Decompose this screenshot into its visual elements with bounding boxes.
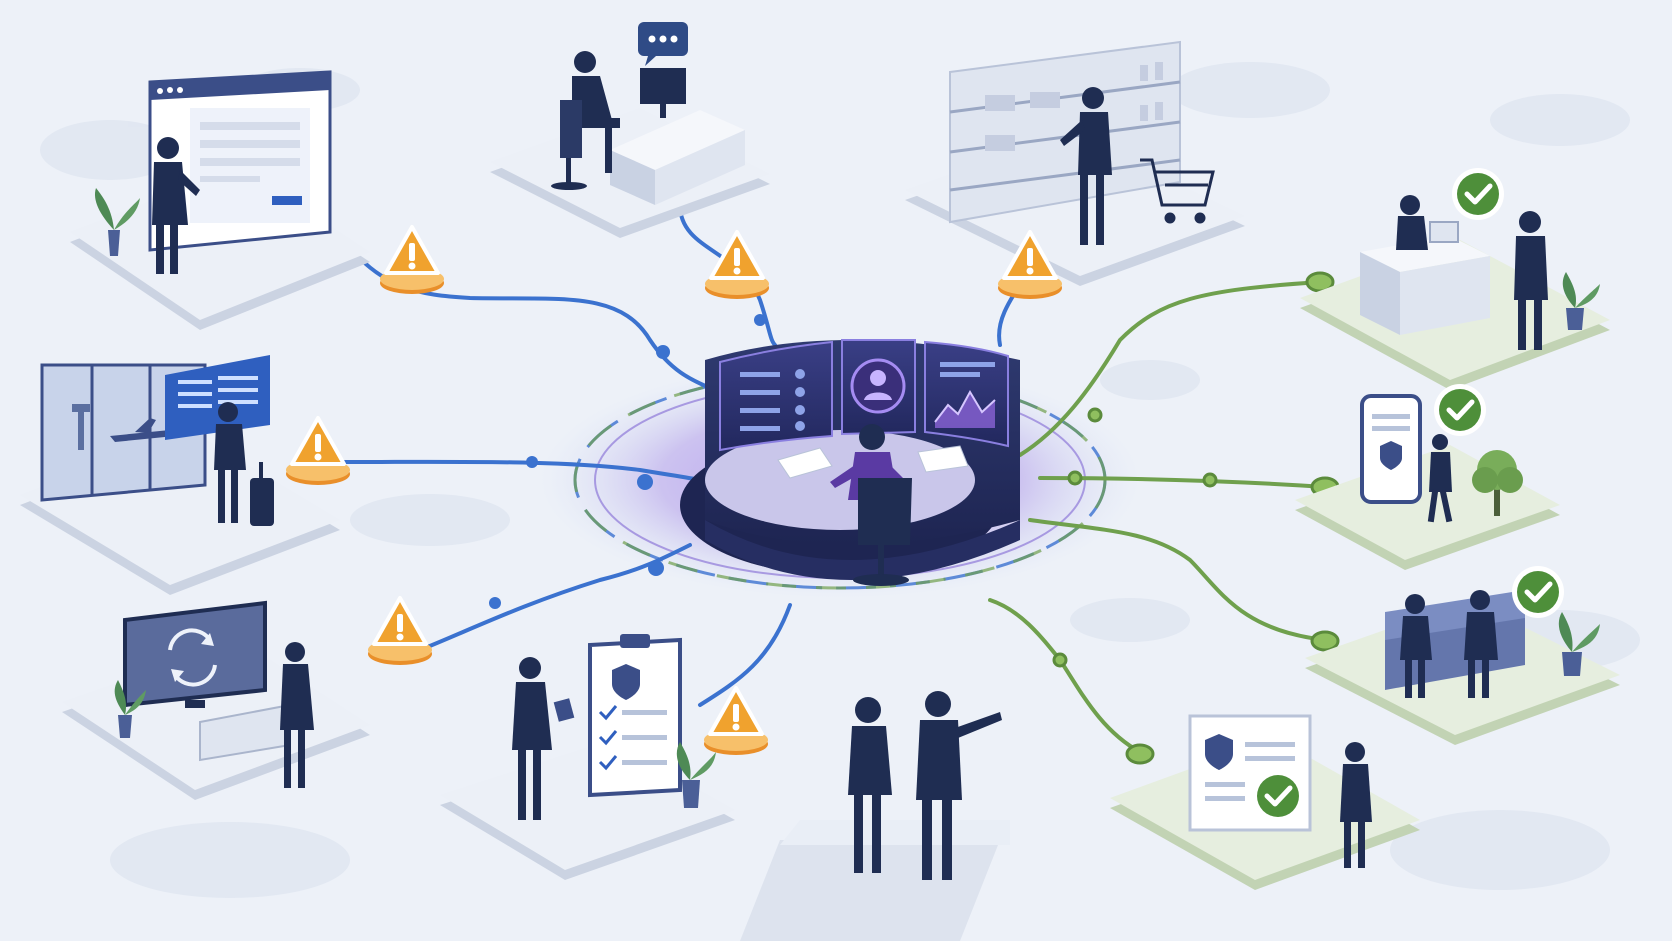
reviewer-icon: [1340, 742, 1372, 868]
check-badge-icon: [1452, 168, 1504, 220]
person-presenting-icon: [152, 137, 200, 274]
observer-woman-icon: [848, 697, 892, 873]
user-profile-icon: [850, 358, 906, 414]
monitor-icon: [640, 68, 686, 118]
warning-badges: [286, 225, 1062, 755]
warning-icon: [705, 230, 769, 299]
traveler-icon: [214, 402, 274, 526]
check-badge-icon: [1252, 770, 1304, 822]
tv-update-station: [62, 600, 370, 800]
shelf-icon: [949, 40, 1181, 224]
browser-window-icon: [148, 70, 332, 252]
background-map: [40, 62, 1640, 898]
tv-screen-icon: [123, 600, 267, 708]
desk-icon: [610, 110, 745, 205]
headset-agent-icon: [551, 51, 620, 190]
plant-icon: [114, 680, 146, 738]
blue-connections: [338, 203, 1032, 707]
warning-icon: [380, 225, 444, 294]
shopper-icon: [1060, 87, 1112, 245]
warning-icon: [998, 230, 1062, 299]
airport-window-icon: [40, 363, 207, 502]
hub-operator-icon: [830, 424, 912, 586]
departure-board-icon: [165, 355, 270, 440]
warning-icon: [286, 416, 350, 485]
customer-icon: [1514, 211, 1548, 350]
viewer-icon: [280, 642, 314, 788]
check-badge-icon: [1434, 384, 1486, 436]
airport-travel-station: [20, 355, 340, 595]
advisor-icon: [1464, 590, 1498, 698]
clipboard-icon: [588, 634, 682, 798]
client-icon: [1400, 594, 1432, 698]
chat-bubble-icon: [638, 22, 688, 66]
mobile-app-station: [1295, 384, 1560, 570]
warning-icon: [368, 596, 432, 665]
plant-icon: [1562, 272, 1600, 330]
consultation-station: [1305, 566, 1620, 745]
retail-store-station: [905, 40, 1245, 286]
walker-icon: [1427, 434, 1453, 523]
smartphone-icon: [1360, 394, 1422, 504]
service-counter-station: [1300, 168, 1610, 390]
counter-icon: [1360, 221, 1490, 335]
monitoring-hub: [680, 339, 1020, 586]
compliance-checklist-station: [440, 634, 735, 880]
support-desk-station: [490, 22, 770, 238]
shopping-cart-icon: [1140, 158, 1215, 224]
plant-icon: [676, 742, 716, 808]
plant-icon: [1558, 612, 1600, 676]
warning-icon: [704, 686, 768, 755]
blue-connection-nodes: [489, 314, 766, 609]
inspector-icon: [512, 657, 575, 820]
check-badge-icon: [1512, 566, 1564, 618]
plant-icon: [94, 188, 140, 256]
tree-icon: [1472, 450, 1523, 516]
clerk-icon: [1396, 195, 1428, 250]
hub-screens: [719, 339, 1009, 452]
observer-man-pointing-icon: [916, 691, 1002, 880]
secure-document-station: [1110, 714, 1420, 890]
observers-station: [740, 691, 1010, 941]
web-portal-station: [70, 70, 370, 330]
